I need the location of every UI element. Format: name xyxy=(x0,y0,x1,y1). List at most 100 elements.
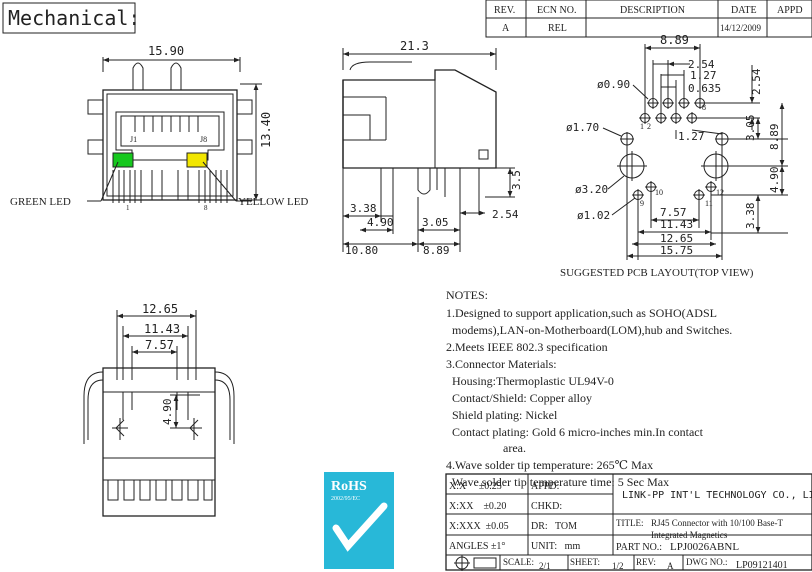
pcb-dim-0635: 0.635 xyxy=(688,82,721,95)
rohs-logo: RoHS 2002/95/EC xyxy=(324,472,394,569)
pin-label-j8: J8 xyxy=(200,135,207,144)
rohs-title: RoHS xyxy=(331,479,367,494)
rev-header-date: DATE xyxy=(731,5,757,16)
pcb-dim-090: ø0.90 xyxy=(597,78,630,91)
pcb-dim-1575: 15.75 xyxy=(660,244,693,257)
bottom-dim-1143: 11.43 xyxy=(144,322,180,336)
pcb-dim-889-right: 8.89 xyxy=(768,124,781,151)
appd-label: APPD: xyxy=(531,481,559,492)
side-dim-889: 8.89 xyxy=(423,244,450,257)
rev-header-rev: REV. xyxy=(494,5,515,16)
note-line-7: Shield plating: Nickel xyxy=(446,408,558,422)
note-line-2: modems),LAN-on-Motherboard(LOM),hub and … xyxy=(446,323,732,337)
note-line-9: area. xyxy=(446,441,526,455)
note-line-3: 2.Meets IEEE 802.3 specification xyxy=(446,340,608,354)
page-heading: Mechanical: xyxy=(8,6,140,30)
pcb-dim-889-top: 8.89 xyxy=(660,33,689,47)
side-dim-305: 3.05 xyxy=(422,216,449,229)
pcb-dim-757: 7.57 xyxy=(660,206,687,219)
pcb-layout: 8.89 2.54 1.27 0.635 2.54 ø0.90 ø1.70 1.… xyxy=(560,33,788,279)
bottom-view: 12.65 11.43 7.57 4.90 xyxy=(83,302,235,517)
pcb-dim-1265: 12.65 xyxy=(660,232,693,245)
pcb-dim-254-right: 2.54 xyxy=(750,68,763,95)
side-dim-338: 3.38 xyxy=(350,202,377,215)
pcb-pin-2: 2 xyxy=(647,122,651,131)
side-dim-1080: 10.80 xyxy=(345,244,378,257)
check-icon xyxy=(332,502,388,552)
rev-header-appd: APPD xyxy=(777,5,803,16)
pcb-caption: SUGGESTED PCB LAYOUT(TOP VIEW) xyxy=(560,267,754,279)
rev-label: REV: xyxy=(636,557,656,567)
revision-table: REV. ECN NO. DESCRIPTION DATE APPD A REL… xyxy=(485,0,812,38)
side-dim-254: 2.54 xyxy=(492,208,519,221)
rev-row-rev: A xyxy=(502,23,510,34)
pin-label-1: 1 xyxy=(126,204,130,212)
tol-angles: ANGLES ±1° xyxy=(449,541,505,552)
heading-box: Mechanical: xyxy=(2,2,140,34)
front-width-dim: 15.90 xyxy=(148,44,184,58)
pcb-dim-127-top: 1.27 xyxy=(690,69,717,82)
dwg-label: DWG NO.: xyxy=(686,557,728,567)
side-dim-490: 4.90 xyxy=(367,216,394,229)
pcb-pin-12: 12 xyxy=(716,188,724,197)
title-line-1: RJ45 Connector with 10/100 Base-T xyxy=(651,518,783,528)
bottom-dim-1265: 12.65 xyxy=(142,302,178,316)
chkd-label: CHKD: xyxy=(531,501,562,512)
rohs-sub: 2002/95/EC xyxy=(331,496,360,502)
pcb-dim-254-top: 2.54 xyxy=(688,58,715,71)
dwg-no: LP09121401 xyxy=(736,560,788,571)
pcb-dim-170: ø1.70 xyxy=(566,121,599,134)
sheet-label: SHEET: xyxy=(570,557,600,567)
notes-block: NOTES: 1.Designed to support application… xyxy=(446,288,732,489)
title-line-2: Integrated Magnetics xyxy=(651,530,728,540)
sheet-value: 1/2 xyxy=(612,561,624,571)
pcb-pin-10: 10 xyxy=(655,188,663,197)
side-view: 21.3 3.5 3.38 2.54 4.90 xyxy=(342,39,523,257)
green-led xyxy=(112,152,134,168)
tol-xxx: X:XXX ±0.05 xyxy=(449,521,509,532)
side-length-dim: 21.3 xyxy=(400,39,429,53)
side-dim-35: 3.5 xyxy=(510,170,523,190)
pcb-holes xyxy=(617,97,731,201)
pcb-dim-338-right: 3.38 xyxy=(744,203,757,230)
title-block: X:X ±0.25 X:XX ±0.20 X:XXX ±0.05 ANGLES … xyxy=(445,473,812,571)
pcb-dim-320: ø3.20 xyxy=(575,183,608,196)
tol-xx: X:XX ±0.20 xyxy=(449,501,506,512)
bottom-dim-490: 4.90 xyxy=(161,399,174,426)
pcb-pin-9: 9 xyxy=(640,199,644,208)
front-height-dim: 13.40 xyxy=(259,112,273,148)
bottom-dim-757: 7.57 xyxy=(145,338,174,352)
front-view: 15.90 J1 J8 xyxy=(10,44,308,212)
drawn-by: DR: TOM xyxy=(531,521,577,532)
rev-header-desc: DESCRIPTION xyxy=(620,5,685,16)
part-no-label: PART NO.: xyxy=(616,542,662,553)
pin-label-j1: J1 xyxy=(130,135,137,144)
pin-label-8: 8 xyxy=(204,204,208,212)
pcb-dim-102: ø1.02 xyxy=(577,209,610,222)
pcb-dim-1143: 11.43 xyxy=(660,218,693,231)
pcb-pin-8: 8 xyxy=(702,103,706,112)
unit-label: UNIT: mm xyxy=(531,541,580,552)
pcb-pin-1: 1 xyxy=(640,122,644,131)
green-led-label: GREEN LED xyxy=(10,196,71,208)
title-label: TITLE: xyxy=(616,518,644,528)
notes-title: NOTES: xyxy=(446,288,488,302)
note-line-6: Contact/Shield: Copper alloy xyxy=(446,391,592,405)
yellow-led xyxy=(186,152,208,168)
company-name: LINK-PP INT'L TECHNOLOGY CO., LIMITED xyxy=(622,490,812,501)
note-line-4: 3.Connector Materials: xyxy=(446,357,557,371)
pcb-dim-127-mid: 1.27 xyxy=(678,130,705,143)
rev-row-date: 14/12/2009 xyxy=(720,23,762,33)
pcb-dim-305-right: 3.05 xyxy=(744,115,757,142)
note-line-8: Contact plating: Gold 6 micro-inches min… xyxy=(446,425,704,439)
yellow-led-label: YELLOW LED xyxy=(238,196,308,208)
note-line-5: Housing:Thermoplastic UL94V-0 xyxy=(446,374,614,388)
bottom-pins xyxy=(112,170,228,203)
tol-x: X:X ±0.25 xyxy=(449,481,502,492)
scale-label: SCALE: xyxy=(503,557,534,567)
note-line-1: 1.Designed to support application,such a… xyxy=(446,306,717,320)
rev-value: A xyxy=(667,561,674,571)
part-no: LPJ0026ABNL xyxy=(670,541,739,553)
rev-header-ecn: ECN NO. xyxy=(537,5,576,16)
